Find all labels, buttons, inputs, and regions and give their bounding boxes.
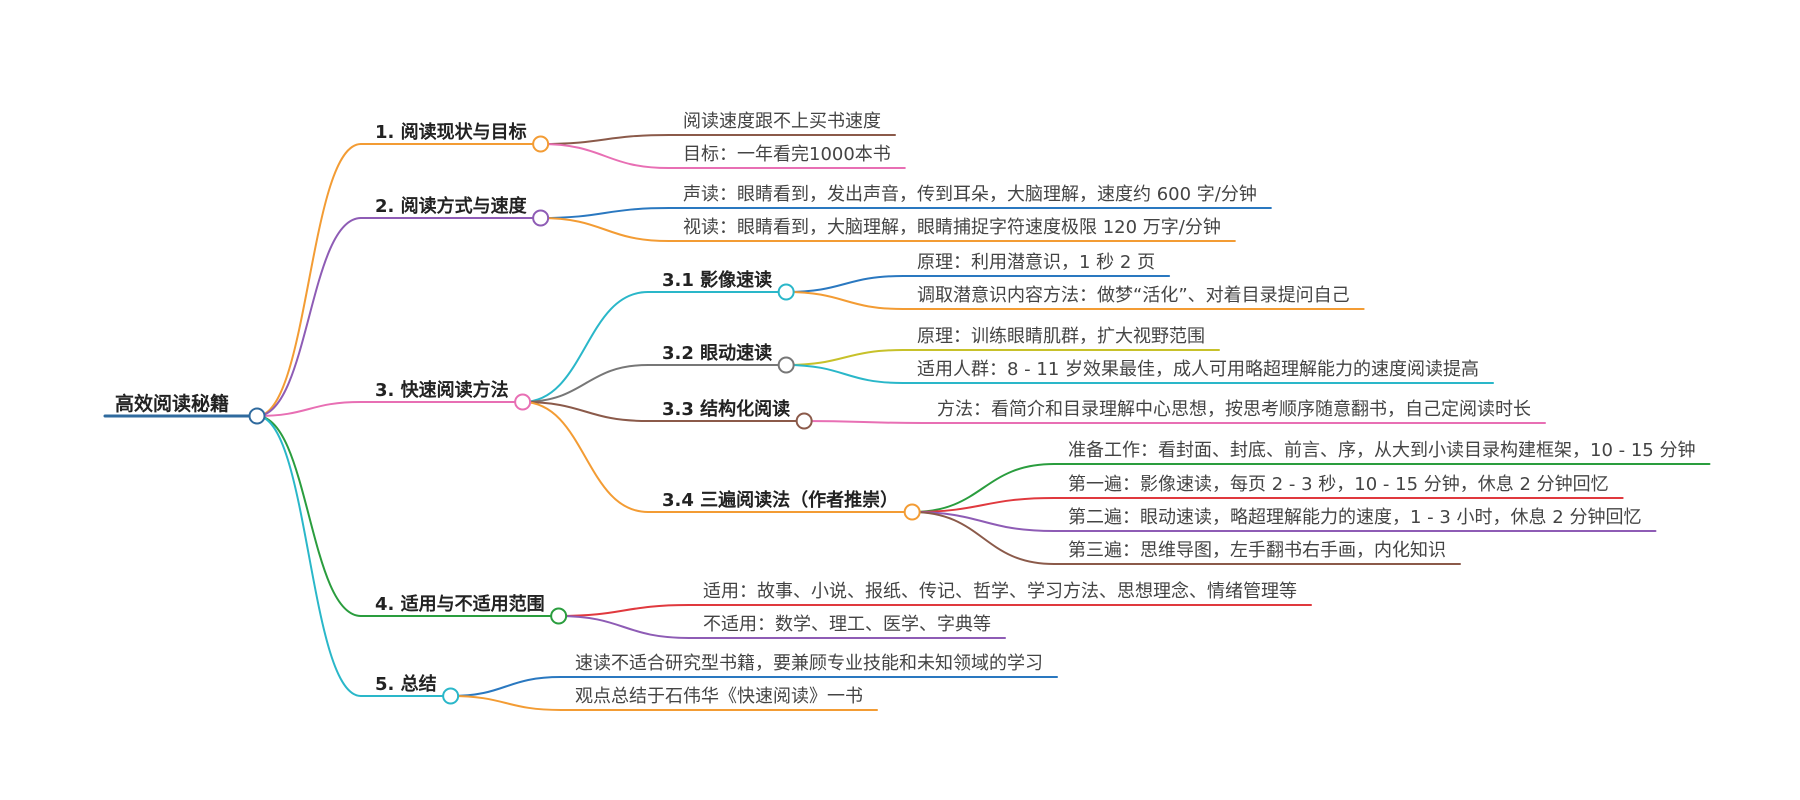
edge-b2 [257,401,362,417]
knob-b2-1[interactable] [777,356,795,374]
branch-4-label: 4. 适用与不适用范围 [375,593,545,615]
branch-1-node[interactable]: 1. 阅读现状与目标 [375,121,527,143]
root-label: 高效阅读秘籍 [115,392,229,415]
edge-b2-3-2 [912,511,1055,532]
nodes-layer: 高效阅读秘籍 1. 阅读现状与目标 2. 阅读方式与速度 3. 快速阅读方法 4… [115,111,1695,707]
leaf-3-1-1: 原理：利用潜意识，1 秒 2 页 [917,252,1155,273]
leaf-3-4-3: 第二遍：眼动速读，略超理解能力的速度，1 - 3 小时，休息 2 分钟回忆 [1068,507,1641,528]
subnode-3-1[interactable]: 3.1 影像速读 [662,269,772,291]
edge-b3-1 [558,615,690,639]
edge-b3-0 [558,604,690,617]
subnode-3-2[interactable]: 3.2 眼动速读 [662,342,772,364]
leaf-3-4-4: 第三遍：思维导图，左手翻书右手画，内化知识 [1068,540,1446,561]
edge-b4-0 [450,676,562,697]
leaf-2-2: 视读：眼睛看到，大脑理解，眼睛捕捉字符速度极限 120 万字/分钟 [683,217,1221,238]
collapse-knobs-layer [248,135,921,705]
knob-b3[interactable] [550,607,568,625]
knob-b1[interactable] [532,209,550,227]
leaf-3-2-1: 原理：训练眼睛肌群，扩大视野范围 [917,326,1205,347]
edge-b2-2-0 [804,420,924,424]
edge-b2-1-1 [786,364,904,384]
leaf-5-2: 观点总结于石伟华《快速阅读》一书 [575,686,863,707]
root-collapse-knob[interactable] [248,407,266,425]
knob-b2-3[interactable] [903,503,921,521]
knob-b2[interactable] [514,393,532,411]
root-node[interactable]: 高效阅读秘籍 [115,392,229,415]
edge-b3 [256,415,362,617]
leaf-3-1-2: 调取潜意识内容方法：做梦“活化”、对着目录提问自己 [917,285,1350,306]
knob-b2-0[interactable] [777,283,795,301]
subnode-3-1-label: 3.1 影像速读 [662,269,772,291]
edge-b2-1-0 [786,349,904,366]
edge-b2-3-3 [912,511,1055,565]
edge-b0-0 [540,134,670,145]
branch-1-label: 1. 阅读现状与目标 [375,121,527,143]
leaf-1-2: 目标：一年看完1000本书 [683,144,891,165]
subnode-3-2-label: 3.2 眼动速读 [662,342,772,364]
knob-b0[interactable] [532,135,550,153]
edges-layer [103,134,1711,711]
edge-b1-0 [540,207,670,219]
edge-b2-0-0 [786,275,904,293]
knob-b4[interactable] [442,687,460,705]
edge-b2-3-1 [912,497,1055,513]
leaf-3-4-1: 准备工作：看封面、封底、前言、序，从大到小读目录构建框架，10 - 15 分钟 [1068,440,1695,461]
edge-b2-3 [522,401,649,513]
subnode-3-3-label: 3.3 结构化阅读 [662,398,790,420]
branch-5-node[interactable]: 5. 总结 [375,673,437,695]
edge-b2-0 [522,291,649,403]
branch-5-label: 5. 总结 [375,673,437,695]
edge-b2-0-1 [786,291,904,310]
edge-b0-1 [540,143,670,169]
leaf-5-1: 速读不适合研究型书籍，要兼顾专业技能和未知领域的学习 [575,653,1043,674]
leaf-3-4-2: 第一遍：影像速读，每页 2 - 3 秒，10 - 15 分钟，休息 2 分钟回忆 [1068,474,1609,495]
edge-b2-1 [522,364,649,403]
branch-3-node[interactable]: 3. 快速阅读方法 [375,379,509,401]
branch-2-node[interactable]: 2. 阅读方式与速度 [375,195,528,217]
edge-b1 [256,217,362,417]
edge-b2-3-0 [912,463,1055,513]
edge-b4-1 [450,695,562,711]
branch-2-label: 2. 阅读方式与速度 [375,195,528,217]
subnode-3-4-label: 3.4 三遍阅读法（作者推崇） [662,489,898,511]
leaf-4-2: 不适用：数学、理工、医学、字典等 [703,614,991,635]
leaf-3-3-1: 方法：看简介和目录理解中心思想，按思考顺序随意翻书，自己定阅读时长 [937,399,1531,420]
edge-b4 [256,415,362,697]
leaf-2-1: 声读：眼睛看到，发出声音，传到耳朵，大脑理解，速度约 600 字/分钟 [683,184,1257,205]
subnode-3-4[interactable]: 3.4 三遍阅读法（作者推崇） [662,489,898,511]
leaf-3-2-2: 适用人群：8 - 11 岁效果最佳，成人可用略超理解能力的速度阅读提高 [917,359,1479,380]
leaf-4-1: 适用：故事、小说、报纸、传记、哲学、学习方法、思想理念、情绪管理等 [703,580,1297,602]
subnode-3-3[interactable]: 3.3 结构化阅读 [662,398,790,420]
edge-b1-1 [540,217,670,242]
knob-b2-2[interactable] [795,412,813,430]
edge-b2-2 [522,401,649,422]
edge-b0 [256,143,362,417]
branch-4-node[interactable]: 4. 适用与不适用范围 [375,593,545,615]
branch-3-label: 3. 快速阅读方法 [375,379,509,401]
leaf-1-1: 阅读速度跟不上买书速度 [683,111,881,132]
